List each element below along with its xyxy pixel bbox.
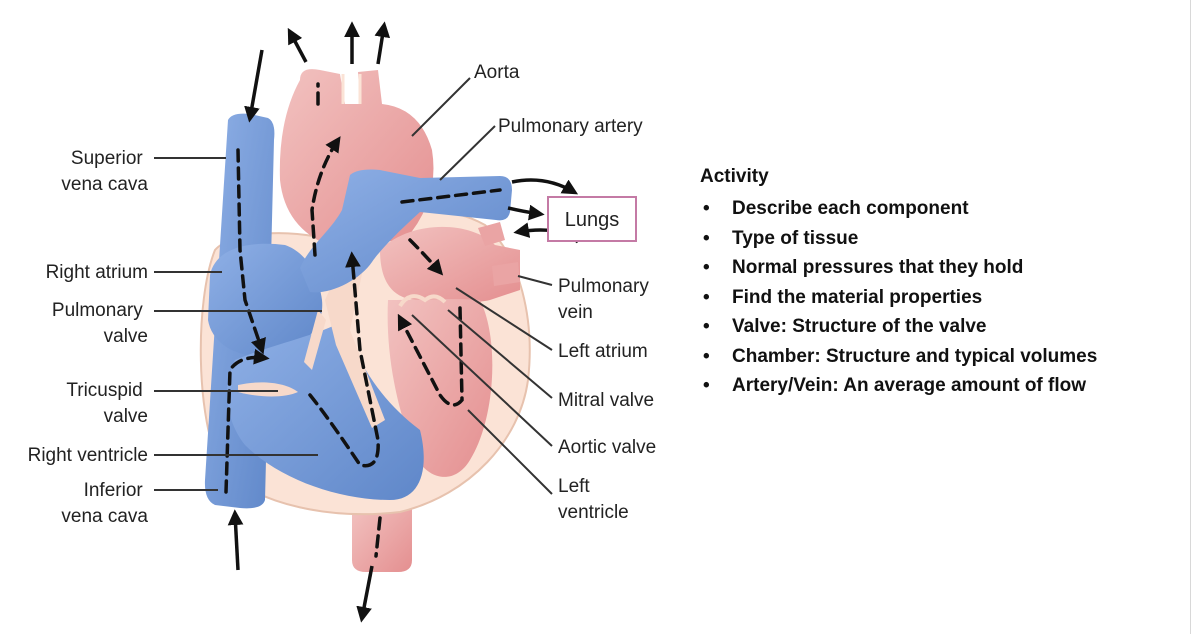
rv-to-pa-flow [308,251,380,468]
label-tricuspid-valve: Tricuspid valve [66,380,148,427]
label-left-atrium: Left atrium [558,341,648,362]
lungs-box [547,196,637,242]
activity-item: •Find the material properties [700,283,1170,313]
heart-illustration [199,69,531,572]
label-superior-vena-cava: Superior vena cava [61,148,148,195]
bullet: • [703,198,710,219]
activity-item: •Describe each component [700,194,1170,224]
activity-item: •Normal pressures that they hold [700,253,1170,283]
descending-flow [374,516,382,558]
activity-item: •Valve: Structure of the valve [700,312,1170,342]
aorta-outflow-arrow-3 [374,21,391,65]
activity-item: •Chamber: Structure and typical volumes [700,342,1170,372]
ivc-to-rv-flow [224,348,270,494]
label-pulmonary-valve: Pulmonary valve [52,300,148,347]
ivc-inflow-arrow [227,509,244,571]
page-edge-rule [1190,0,1191,634]
label-left-ventricle: Left ventricle [558,476,629,523]
bullet: • [703,345,710,367]
structure-labels: Superior vena cava Right atrium Pulmonar… [28,62,657,527]
to-lungs-arrow-2 [507,204,545,221]
to-lungs-arrow-1 [511,178,579,195]
leader-lines [154,77,553,495]
bullet: • [703,316,710,337]
tricuspid-valve-leaflet [238,382,298,397]
septum [325,250,385,428]
label-right-ventricle: Right ventricle [28,445,148,466]
label-pulmonary-vein: Pulmonary vein [558,276,654,323]
label-pulmonary-artery: Pulmonary artery [498,116,643,137]
activity-item: •Artery/Vein: An average amount of flow [700,371,1170,401]
bullet: • [703,286,710,308]
lv-to-aorta-flow [397,306,464,407]
bullet: • [703,227,710,249]
ra-to-aorta-flow [310,136,341,257]
label-mitral-valve: Mitral valve [558,390,654,411]
blood-flow-paths [224,21,580,623]
descending-aorta [352,505,412,572]
svc-inflow-arrow [244,49,264,123]
label-inferior-vena-cava: Inferior vena cava [61,480,148,527]
aorta-outflow-arrow-1 [287,27,308,63]
activity-title: Activity [700,166,769,187]
pulmonary-vein-stubs [478,222,520,286]
descending-outflow-arrow [356,565,374,623]
bullet: • [703,257,710,278]
label-aorta: Aorta [474,62,520,83]
activity-item: •Type of tissue [700,224,1170,254]
svc-to-ra-flow [236,148,266,355]
mitral-valve-shape [398,294,447,308]
label-right-atrium: Right atrium [46,262,148,283]
bullet: • [703,375,710,396]
activity-panel: Activity •Describe each component •Type … [700,166,1170,401]
pa-branch-down-flow [408,238,444,276]
pa-to-lung-flow [400,188,502,204]
aorta-branches [341,74,362,104]
activity-list: •Describe each component •Type of tissue… [700,194,1170,401]
label-aortic-valve: Aortic valve [558,437,656,458]
lungs-label: Lungs [565,209,620,231]
right-atrium-chamber [208,243,323,356]
pulmonary-valve-leaflet [304,310,326,370]
